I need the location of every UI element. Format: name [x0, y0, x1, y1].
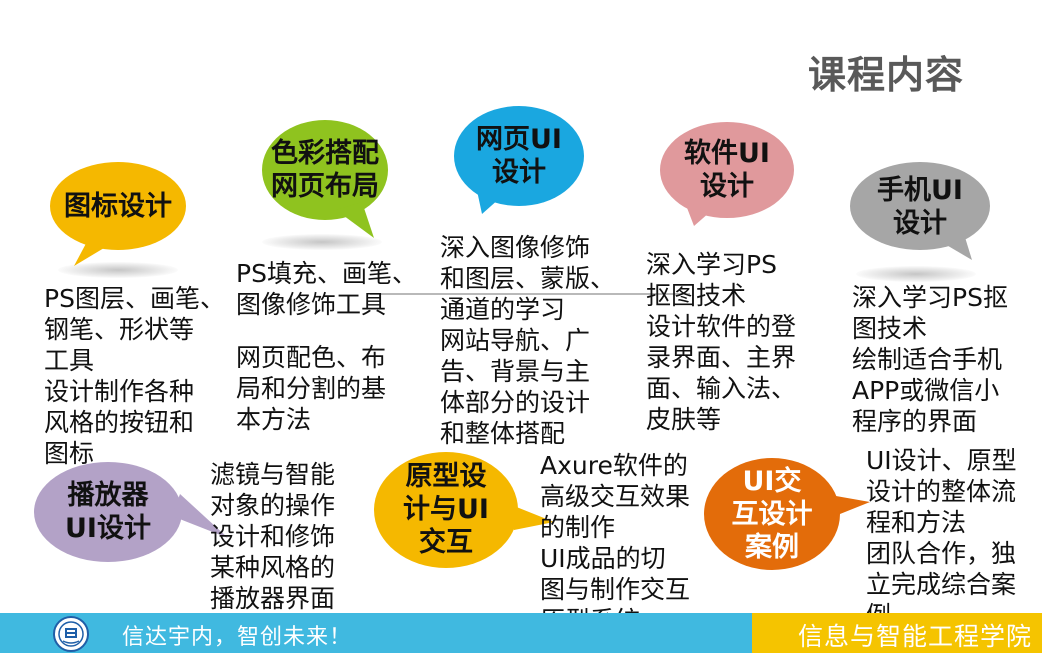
- desc-line: 本方法: [236, 405, 312, 434]
- desc-line: PS图层、画笔、: [44, 284, 225, 313]
- footer-college-name: 信息与智能工程学院: [798, 622, 1033, 651]
- topic-bubble-web-ui: 网页UI 设计: [454, 106, 584, 214]
- desc-line: 设计和修饰: [210, 522, 336, 551]
- topic-bubble-color-layout: 色彩搭配 网页布局: [262, 120, 388, 238]
- bubble-label: UI设计: [65, 513, 151, 544]
- desc-line: 深入学习PS: [646, 250, 777, 279]
- desc-line: 局和分割的基: [236, 374, 387, 403]
- desc-line: 面、输入法、: [646, 374, 797, 403]
- speech-bubble-shape: [660, 122, 794, 226]
- footer-left-panel: [0, 613, 752, 653]
- topic-bubble-ux-case: UI交 互设计 案例: [704, 456, 870, 572]
- desc-line: 图像修饰工具: [236, 290, 387, 319]
- speech-bubble-shape: [704, 458, 870, 570]
- bubble-shadow: [856, 266, 976, 282]
- desc-line: 通道的学习: [440, 295, 566, 324]
- speech-bubble-shape: [850, 162, 990, 260]
- topic-bubble-mobile-ui: 手机UI 设计: [850, 162, 990, 260]
- desc-line: PS填充、画笔、: [236, 259, 417, 288]
- bubble-label: 网页布局: [271, 171, 379, 202]
- topic-bubble-software-ui: 软件UI 设计: [660, 120, 794, 226]
- desc-line: 图与制作交互: [540, 575, 691, 604]
- desc-line: 和整体搭配: [440, 419, 566, 448]
- desc-line: 团队合作，独: [866, 539, 1017, 568]
- bubble-shadow: [262, 234, 382, 250]
- desc-line: 网页配色、布: [236, 343, 387, 372]
- desc-line: 高级交互效果: [540, 482, 691, 511]
- desc-software-ui: 深入学习PS 抠图技术 设计软件的登 录界面、主界 面、输入法、 皮肤等: [646, 249, 796, 435]
- desc-line: 设计制作各种: [44, 377, 195, 406]
- topic-bubble-prototype: 原型设 计与UI 交互: [374, 450, 554, 568]
- desc-line: 程序的界面: [852, 407, 978, 436]
- desc-line: 程和方法: [866, 508, 967, 537]
- desc-line: 设计软件的登: [646, 312, 797, 341]
- bubble-label: 计与UI: [403, 493, 489, 525]
- footer-right-panel: [752, 613, 1042, 653]
- bubble-label: 网页UI: [476, 124, 562, 155]
- desc-line: 某种风格的: [210, 553, 336, 582]
- desc-icon-design: PS图层、画笔、 钢笔、形状等 工具 设计制作各种 风格的按钮和 图标: [44, 283, 225, 469]
- desc-mobile-ui: 深入学习PS抠 图技术 绘制适合手机 APP或微信小 程序的界面: [852, 282, 1008, 437]
- desc-line: 设计的整体流: [866, 477, 1017, 506]
- bubble-label: 设计: [700, 171, 754, 202]
- bubble-label: 播放器: [67, 480, 149, 511]
- desc-line: 深入图像修饰: [440, 233, 591, 262]
- desc-line: 告、背景与主: [440, 357, 591, 386]
- speech-bubble-shape: [374, 452, 554, 568]
- speech-bubble-shape: [34, 462, 228, 562]
- desc-line: 滤镜与智能: [210, 460, 336, 489]
- bubble-label: 图标设计: [64, 190, 172, 222]
- bubble-label: 设计: [492, 157, 546, 188]
- desc-line: 深入学习PS抠: [852, 283, 1008, 312]
- speech-bubble-shape: [454, 106, 584, 214]
- desc-line: UI设计、原型: [866, 446, 1017, 475]
- desc-line: 图技术: [852, 314, 928, 343]
- desc-line: APP或微信小: [852, 376, 1000, 405]
- bubble-shadow: [58, 262, 178, 278]
- bubble-label: 软件UI: [684, 138, 770, 169]
- desc-line: 图标: [44, 439, 95, 468]
- bubble-label: 手机UI: [877, 175, 963, 206]
- desc-line: 体部分的设计: [440, 388, 591, 417]
- desc-player-ui: 滤镜与智能 对象的操作 设计和修饰 某种风格的 播放器界面: [210, 459, 335, 614]
- desc-line: 绘制适合手机: [852, 345, 1003, 374]
- desc-line: 钢笔、形状等: [44, 315, 195, 344]
- desc-line: 的制作: [540, 513, 616, 542]
- desc-line: 播放器界面: [210, 584, 336, 613]
- desc-prototype: Axure软件的 高级交互效果 的制作 UI成品的切 图与制作交互 原型系统: [540, 450, 690, 636]
- speech-bubble-shape: [262, 120, 388, 238]
- school-logo-icon: [53, 616, 89, 652]
- bubble-label: 案例: [745, 531, 799, 563]
- divider-line: [370, 293, 690, 295]
- desc-line: 网站导航、广: [440, 326, 591, 355]
- page-title: 课程内容: [808, 53, 965, 97]
- desc-line: Axure软件的: [540, 451, 688, 480]
- desc-line: 对象的操作: [210, 491, 336, 520]
- desc-color-layout: PS填充、画笔、 图像修饰工具 网页配色、布 局和分割的基 本方法: [236, 258, 417, 435]
- bubble-label: 互设计: [731, 498, 813, 530]
- desc-line: UI成品的切: [540, 544, 666, 573]
- topic-bubble-icon-design: 图标设计: [50, 158, 186, 266]
- desc-web-ui: 深入图像修饰 和图层、蒙版、 通道的学习 网站导航、广 告、背景与主 体部分的设…: [440, 232, 615, 449]
- desc-ux-case: UI设计、原型 设计的整体流 程和方法 团队合作，独 立完成综合案 例: [866, 445, 1017, 631]
- bubble-label: 设计: [893, 208, 947, 239]
- desc-line: 立完成综合案: [866, 570, 1017, 599]
- footer-slogan: 信达宇内，智创未来！: [122, 625, 353, 650]
- desc-line: 和图层、蒙版、: [440, 264, 616, 293]
- desc-line: 抠图技术: [646, 281, 747, 310]
- desc-line: 风格的按钮和: [44, 408, 195, 437]
- bubble-label: 交互: [419, 526, 473, 558]
- bubble-label: UI交: [742, 465, 802, 497]
- desc-line: 录界面、主界: [646, 343, 797, 372]
- speech-bubble-shape: [50, 162, 186, 266]
- desc-line: 工具: [44, 346, 95, 375]
- bubble-label: 色彩搭配: [271, 138, 379, 169]
- bubble-label: 原型设: [405, 460, 487, 492]
- footer-bar: 信达宇内，智创未来！ 信息与智能工程学院: [0, 613, 1042, 653]
- topic-bubble-player-ui: 播放器 UI设计: [34, 458, 228, 566]
- desc-line: 皮肤等: [646, 405, 722, 434]
